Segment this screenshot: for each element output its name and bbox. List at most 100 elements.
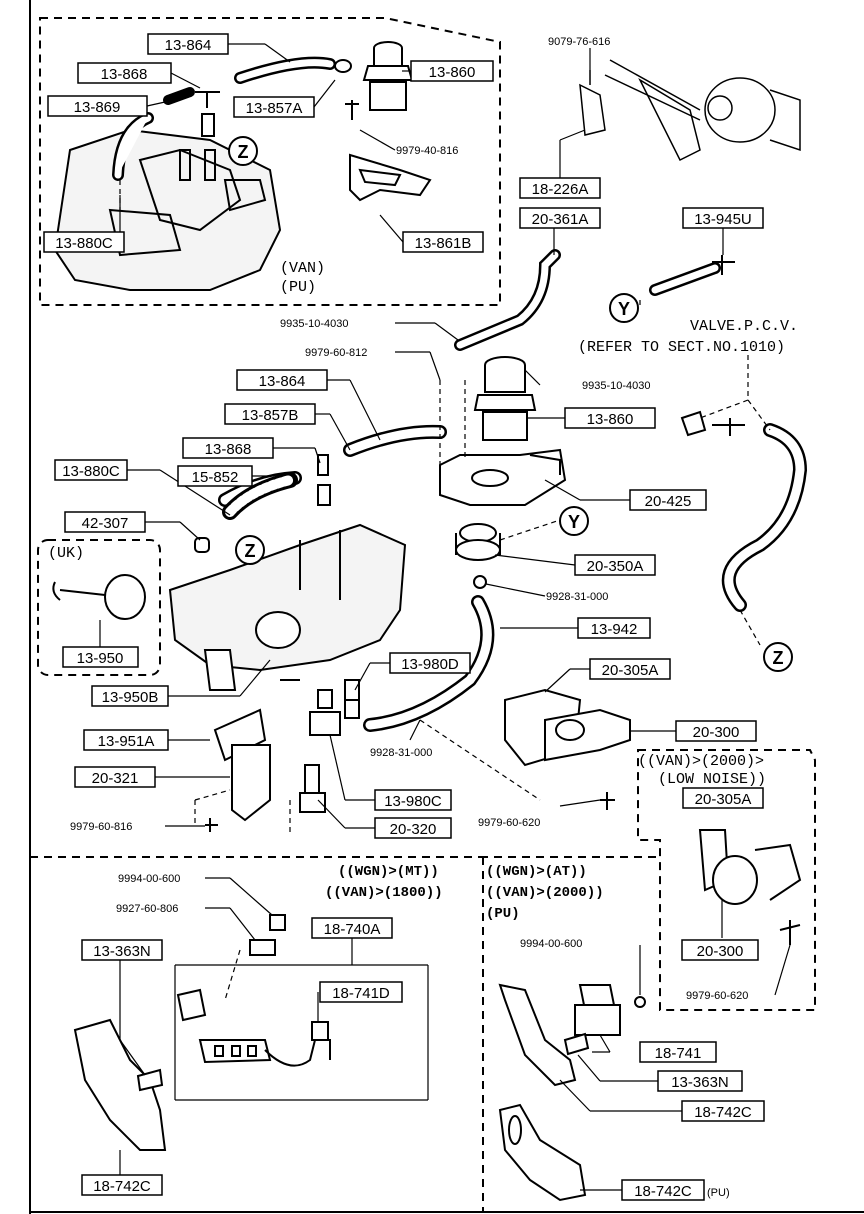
- pcv-hose: [680, 410, 808, 612]
- part-label-box: 13-857B: [224, 403, 316, 425]
- part-label-box: 13-950B: [91, 685, 169, 707]
- svg-text:13-950B: 13-950B: [102, 689, 159, 706]
- svg-text:42-307: 42-307: [82, 515, 129, 532]
- svg-text:18-226A: 18-226A: [532, 181, 589, 198]
- solenoid-wgn-mt: [73, 914, 331, 1151]
- fastener-number: 9979-40-816: [396, 145, 458, 157]
- part-label-box: 13-980D: [389, 652, 471, 674]
- part-label-box: 13-363N: [657, 1070, 743, 1092]
- part-label-box: 13-860: [564, 407, 656, 429]
- svg-text:20-361A: 20-361A: [532, 211, 589, 228]
- y-reference-letter: Y: [618, 299, 630, 319]
- svg-text:13-869: 13-869: [74, 99, 121, 116]
- hose-13-864-top: [234, 56, 352, 84]
- part-label-box: 13-860: [410, 60, 494, 82]
- part-label-box: 13-869: [47, 95, 148, 117]
- part-label-box: 13-864: [236, 369, 328, 391]
- note-low-noise: (LOW NOISE)): [658, 771, 766, 788]
- fastener-number: 9979-60-620: [478, 817, 540, 829]
- part-label-box: 13-868: [182, 437, 274, 459]
- egr-valve-20-300-lownoise: [698, 829, 802, 945]
- note-refer: (REFER TO SECT.NO.1010): [578, 339, 785, 356]
- y-reference-circle: [609, 293, 639, 323]
- svg-text:13-363N: 13-363N: [671, 1074, 729, 1091]
- part-label-box: 42-307: [64, 511, 146, 533]
- part-label-box: 13-980C: [374, 789, 452, 811]
- egr-valve-20-300: [504, 688, 631, 810]
- part-label-box: 13-868: [77, 62, 172, 84]
- valve-13-860-top: [362, 41, 414, 111]
- hose-13-942: [363, 595, 495, 732]
- svg-text:18-741: 18-741: [655, 1045, 702, 1062]
- hose-20-361A: [454, 249, 561, 351]
- z-reference-letter: Z: [245, 541, 256, 561]
- bracket-20-425: [439, 448, 567, 506]
- note-valve-pcv: VALVE.P.C.V.: [690, 318, 798, 335]
- part-label-box: 13-880C: [54, 459, 128, 481]
- note-wgn-mt: ((WGN)>(MT)): [338, 864, 439, 880]
- part-label-box: 13-950: [62, 646, 139, 668]
- valve-20-350A: [455, 523, 501, 589]
- svg-text:13-857B: 13-857B: [242, 407, 299, 424]
- y-reference-circle: [559, 506, 589, 536]
- z-reference-circle: [235, 535, 265, 565]
- z-reference-circle: [228, 136, 258, 166]
- note-pu2: (PU): [486, 906, 520, 922]
- part-label-box: 13-864: [147, 33, 229, 55]
- fastener-number: 9079-76-616: [548, 36, 610, 48]
- svg-text:13-861B: 13-861B: [415, 235, 472, 252]
- part-label-box: 18-742C: [81, 1174, 163, 1196]
- part-label-box: 20-305A: [682, 787, 764, 809]
- svg-text:13-945U: 13-945U: [694, 211, 752, 228]
- note-uk: (UK): [48, 545, 84, 562]
- svg-text:18-741D: 18-741D: [332, 985, 390, 1002]
- svg-text:20-320: 20-320: [390, 821, 437, 838]
- note-pu: (PU): [280, 279, 316, 296]
- part-label-box: 18-741D: [319, 981, 403, 1003]
- note-van2000: ((VAN)>(2000)>: [638, 753, 764, 770]
- part-label-box: 18-740A: [311, 917, 393, 939]
- vacuum-parts: [205, 679, 360, 832]
- note-van2000b: ((VAN)>(2000)): [486, 885, 604, 901]
- part-label-box: 20-300: [681, 939, 759, 961]
- valve-13-860-mid: [473, 356, 537, 441]
- part-label-box: 13-880C: [43, 231, 125, 253]
- svg-text:20-305A: 20-305A: [602, 662, 659, 679]
- fastener-number: 9928-31-000: [370, 747, 432, 759]
- part-label-box: 13-942: [577, 617, 651, 639]
- svg-text:20-305A: 20-305A: [695, 791, 752, 808]
- part-label-box: 15-852: [177, 465, 253, 487]
- part-label-box: 18-741: [639, 1041, 717, 1063]
- note-pu-small: (PU): [707, 1187, 730, 1199]
- dashed-connectors: [119, 180, 771, 1001]
- svg-text:13-860: 13-860: [587, 411, 634, 428]
- svg-text:13-864: 13-864: [165, 37, 212, 54]
- svg-text:13-868: 13-868: [101, 66, 148, 83]
- svg-text:13-980C: 13-980C: [384, 793, 442, 810]
- svg-text:20-350A: 20-350A: [587, 558, 644, 575]
- fastener-number: 9994-00-600: [118, 873, 180, 885]
- part-label-box: 20-350A: [574, 554, 656, 576]
- svg-text:13-860: 13-860: [429, 64, 476, 81]
- fastener-number: 9935-10-4030: [280, 318, 349, 330]
- svg-text:13-950: 13-950: [77, 650, 124, 667]
- svg-text:13-942: 13-942: [591, 621, 638, 638]
- part-label-box: 13-363N: [81, 939, 163, 961]
- part-label-box: 18-226A: [519, 177, 601, 199]
- fastener-number: 9928-31-000: [546, 591, 608, 603]
- hose-13-945U: [649, 255, 735, 296]
- z-reference-circle: [763, 642, 793, 672]
- svg-text:18-740A: 18-740A: [324, 921, 381, 938]
- svg-text:13-980D: 13-980D: [401, 656, 459, 673]
- part-label-box: 20-321: [74, 766, 156, 788]
- part-label-box: 18-742C: [681, 1100, 765, 1122]
- svg-text:20-300: 20-300: [697, 943, 744, 960]
- note-van: (VAN): [280, 260, 325, 277]
- part-label-box: 13-945U: [682, 207, 764, 229]
- fastener-number: 9927-60-806: [116, 903, 178, 915]
- carburetor-main-drawing: [168, 523, 407, 691]
- bracket-13-861B: [349, 153, 432, 202]
- svg-text:18-742C: 18-742C: [93, 1178, 151, 1195]
- svg-text:13-864: 13-864: [259, 373, 306, 390]
